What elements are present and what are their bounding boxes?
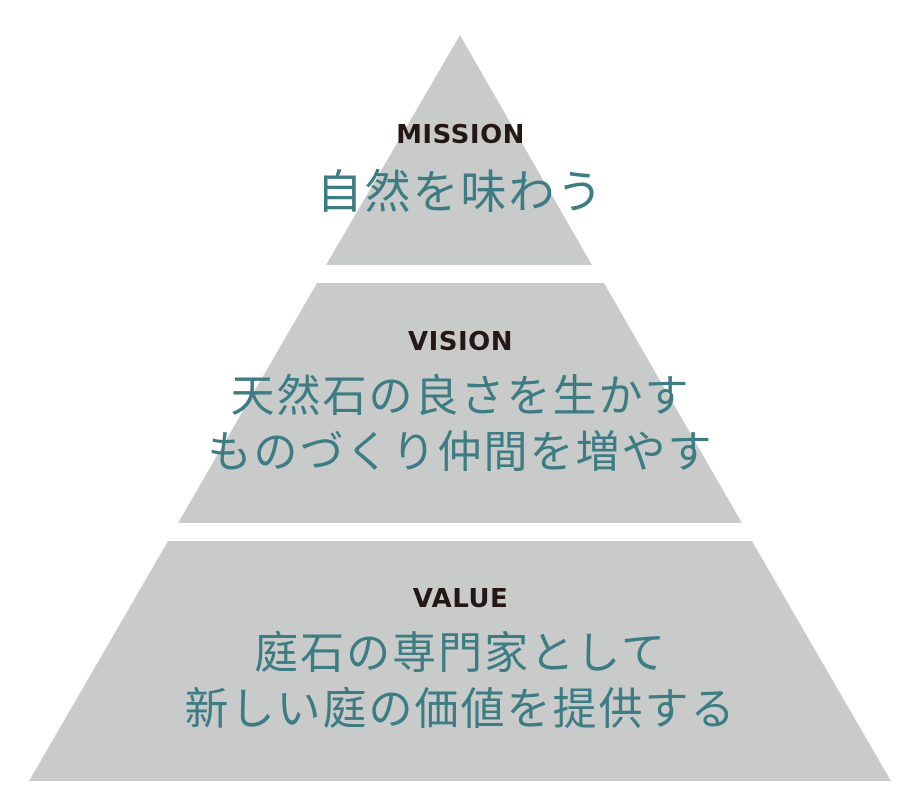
mission-text-line-1: 自然を味わう <box>316 165 605 219</box>
value-text-line-1: 庭石の専門家として <box>254 628 667 679</box>
mission-section: MISSION 自然を味わう <box>0 120 921 220</box>
vision-text-line-1: 天然石の良さを生かす <box>230 371 691 422</box>
pyramid-tier-vision <box>178 283 742 523</box>
vision-label: VISION <box>407 327 514 357</box>
value-label: VALUE <box>412 584 509 614</box>
value-text-line-2: 新しい庭の価値を提供する <box>184 684 737 735</box>
value-section: VALUE 庭石の専門家として 新しい庭の価値を提供する <box>0 584 921 738</box>
mission-label: MISSION <box>396 120 525 150</box>
pyramid-tier-value <box>29 541 891 781</box>
vision-text-line-2: ものづくり仲間を増やす <box>207 427 714 478</box>
vision-section: VISION 天然石の良さを生かす ものづくり仲間を増やす <box>0 327 921 481</box>
pyramid-tier-mission <box>326 35 592 265</box>
